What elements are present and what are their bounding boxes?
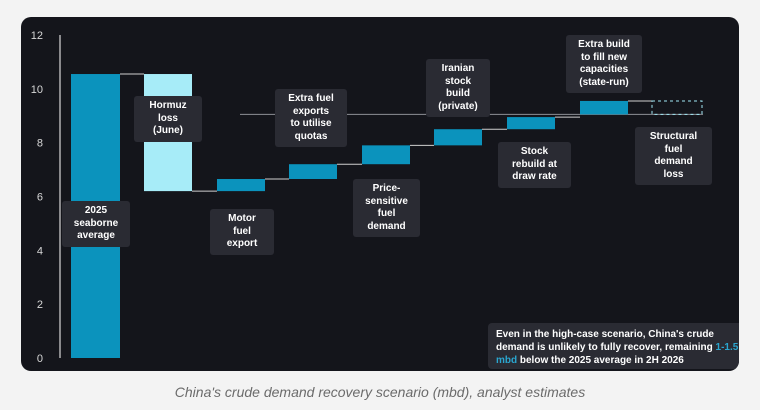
y-tick-label: 2: [37, 299, 43, 311]
category-label: 2025 seaborne average: [62, 201, 130, 247]
note-text-end: below the 2025 average in 2H 2026: [517, 355, 684, 366]
annotation-note: Even in the high-case scenario, China's …: [488, 323, 739, 369]
waterfall-bar: [217, 179, 265, 192]
category-label: Motor fuel export: [210, 209, 274, 255]
note-text: Even in the high-case scenario, China's …: [496, 329, 716, 353]
waterfall-bar: [651, 100, 703, 115]
y-tick-label: 4: [37, 245, 43, 257]
category-label: Extra build to fill new capacities (stat…: [566, 35, 642, 93]
category-label: Stock rebuild at draw rate: [498, 142, 571, 188]
waterfall-bar: [580, 100, 628, 115]
note-highlight: 1-1.5 mbd: [496, 342, 739, 366]
chart-caption: China's crude demand recovery scenario (…: [174, 384, 586, 400]
waterfall-bar: [362, 145, 410, 165]
waterfall-bar: [289, 164, 337, 180]
y-tick-label: 10: [31, 84, 43, 96]
waterfall-bar: [434, 129, 482, 146]
category-label: Structural fuel demand loss: [635, 127, 712, 185]
waterfall-bar: [507, 117, 555, 130]
chart-panel: 0 2 4 6 8 10 12 Even in the high-case scenario…: [21, 17, 739, 371]
y-tick-label: 12: [31, 30, 43, 42]
category-label: Extra fuel exports to utilise quotas: [275, 89, 347, 147]
category-label: Hormuz loss (June): [134, 96, 202, 142]
category-label: Price- sensitive fuel demand: [353, 179, 420, 237]
y-tick-label: 6: [37, 192, 43, 204]
category-label: Iranian stock build (private): [426, 59, 490, 117]
y-tick-label: 0: [37, 353, 43, 365]
y-tick-label: 8: [37, 138, 43, 150]
